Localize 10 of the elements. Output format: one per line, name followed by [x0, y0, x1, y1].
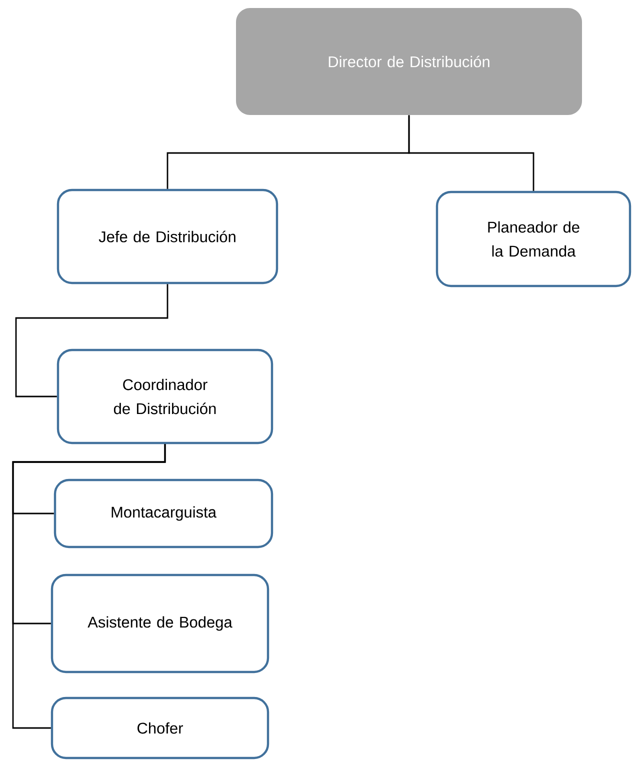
position-box: Planeador de la Demanda	[436, 190, 632, 288]
position-box: Montacarguista	[54, 478, 274, 548]
position-box: Asistente de Bodega	[50, 574, 270, 674]
director-box: Director de Distribución	[236, 8, 582, 115]
position-box: Chofer	[50, 696, 270, 760]
position-box: Coordinador de Distribución	[56, 348, 274, 444]
connector-line	[408, 115, 534, 191]
connector-line	[12, 444, 166, 729]
connector-line	[15, 284, 168, 398]
position-box: Jefe de Distribución	[56, 188, 278, 284]
